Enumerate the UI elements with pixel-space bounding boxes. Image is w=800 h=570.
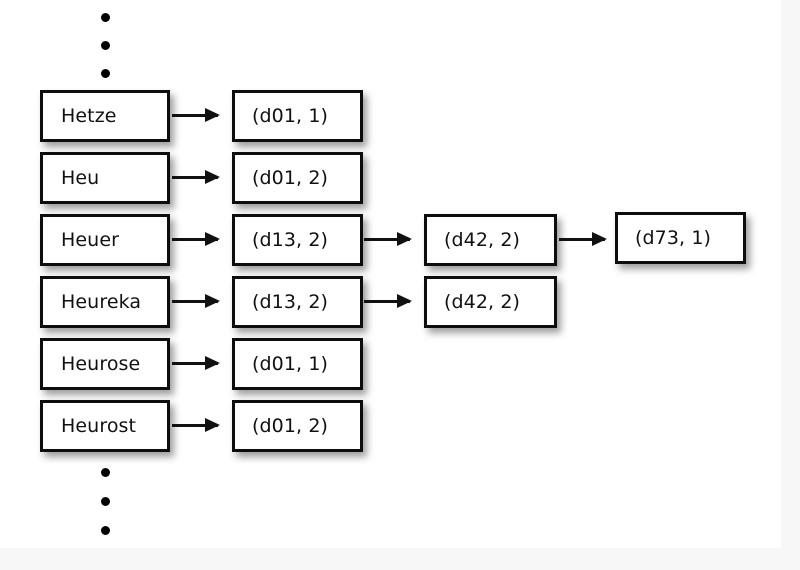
posting-node-1-1[interactable]: (d01, 1): [232, 90, 363, 142]
posting-node-1-5[interactable]: (d01, 1): [232, 338, 363, 390]
posting-label: (d42, 2): [444, 291, 521, 313]
arrow-term-to-posting: [172, 232, 220, 246]
arrow-term-to-posting: [172, 418, 220, 432]
term-label: Hetze: [61, 105, 117, 127]
posting-label: (d01, 1): [252, 353, 329, 375]
term-node-heurose[interactable]: Heurose: [40, 338, 170, 390]
ellipsis-dot: [101, 526, 110, 535]
term-label: Heureka: [61, 291, 142, 313]
posting-label: (d01, 2): [252, 415, 329, 437]
arrow-term-to-posting: [172, 294, 220, 308]
posting-node-3-1[interactable]: (d73, 1): [615, 212, 746, 264]
arrow-term-to-posting: [172, 356, 220, 370]
posting-label: (d13, 2): [252, 291, 329, 313]
posting-node-1-6[interactable]: (d01, 2): [232, 400, 363, 452]
term-label: Heuer: [61, 229, 120, 251]
ellipsis-dot: [101, 13, 110, 22]
posting-label: (d73, 1): [635, 227, 712, 249]
diagram-canvas: Hetze Heu Heuer Heureka Heurose Heurost …: [40, 13, 746, 535]
posting-label: (d13, 2): [252, 229, 329, 251]
posting-label: (d42, 2): [444, 229, 521, 251]
arrow-posting-to-posting: [559, 232, 607, 246]
arrow-term-to-posting: [172, 170, 220, 184]
posting-node-1-4[interactable]: (d13, 2): [232, 276, 363, 328]
term-node-heu[interactable]: Heu: [40, 152, 170, 204]
term-node-heureka[interactable]: Heureka: [40, 276, 170, 328]
ellipsis-dot: [101, 468, 110, 477]
term-node-heuer[interactable]: Heuer: [40, 214, 170, 266]
posting-node-1-2[interactable]: (d01, 2): [232, 152, 363, 204]
posting-label: (d01, 2): [252, 167, 329, 189]
term-node-hetze[interactable]: Hetze: [40, 90, 170, 142]
arrow-posting-to-posting: [364, 294, 412, 308]
term-node-heurost[interactable]: Heurost: [40, 400, 170, 452]
term-label: Heu: [61, 167, 100, 189]
ellipsis-dot: [101, 41, 110, 50]
posting-node-1-3[interactable]: (d13, 2): [232, 214, 363, 266]
posting-node-2-1[interactable]: (d42, 2): [424, 214, 557, 266]
term-label: Heurost: [61, 415, 137, 437]
ellipsis-dot: [101, 69, 110, 78]
posting-label: (d01, 1): [252, 105, 329, 127]
arrow-term-to-posting: [172, 108, 220, 122]
arrow-posting-to-posting: [364, 232, 412, 246]
term-label: Heurose: [61, 353, 141, 375]
posting-node-2-2[interactable]: (d42, 2): [424, 276, 557, 328]
ellipsis-dot: [101, 497, 110, 506]
